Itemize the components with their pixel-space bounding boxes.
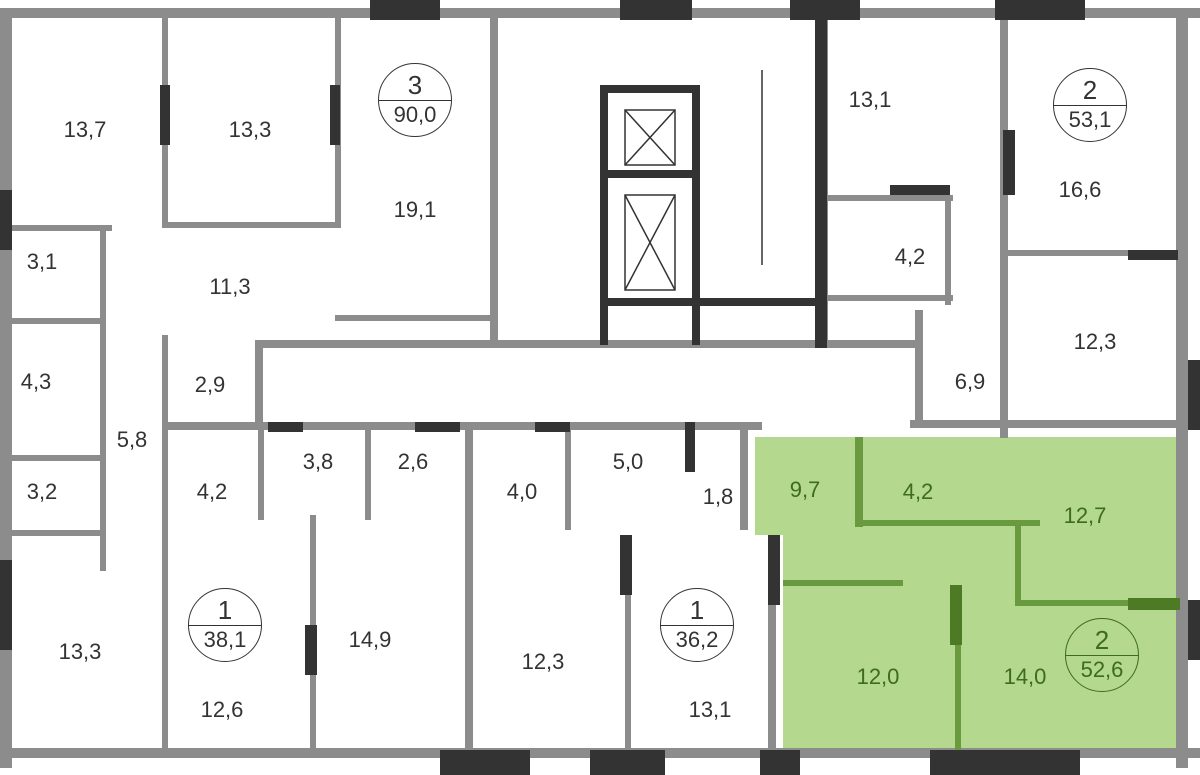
apartment-area: 53,1 [1068,107,1112,132]
room-area: 13,3 [228,117,272,142]
room-area-highlighted: 12,7 [1063,503,1107,528]
room-area: 4,0 [506,479,538,504]
room-area: 12,6 [200,697,244,722]
room-area: 19,1 [393,197,437,222]
room-area: 11,3 [209,274,251,299]
apartment-area: 90,0 [393,102,437,127]
room-area: 5,0 [612,449,644,474]
room-area: 13,1 [688,697,732,722]
room-area: 6,9 [954,369,986,394]
apartment-rooms: 2 [1094,625,1110,655]
room-area: 3,2 [26,479,58,504]
room-area: 12,3 [521,649,565,674]
room-area: 13,1 [848,87,892,112]
room-area: 4,2 [196,479,228,504]
room-area-highlighted: 12,0 [856,664,900,689]
room-area-highlighted: 9,7 [789,477,821,502]
room-area: 13,3 [58,639,102,664]
room-area: 3,1 [26,249,58,274]
apartment-rooms: 3 [407,70,423,100]
room-area: 16,6 [1058,177,1102,202]
apartment-rooms: 1 [689,595,705,625]
room-area: 14,9 [348,627,392,652]
room-area-highlighted: 14,0 [1003,664,1047,689]
apartment-area: 38,1 [203,627,247,652]
room-area: 3,8 [302,449,334,474]
room-area: 4,2 [894,244,926,269]
room-area: 2,9 [194,372,226,397]
room-area: 2,6 [397,449,429,474]
apartment-rooms: 1 [217,595,233,625]
room-area: 5,8 [116,427,148,452]
apartment-rooms: 2 [1082,75,1098,105]
room-area: 13,7 [63,117,107,142]
apartment-area: 36,2 [675,627,719,652]
room-area: 4,3 [20,369,52,394]
room-area: 12,3 [1073,329,1117,354]
room-area-highlighted: 4,2 [902,479,934,504]
room-area: 1,8 [702,484,734,509]
apartment-area: 52,6 [1080,657,1124,682]
